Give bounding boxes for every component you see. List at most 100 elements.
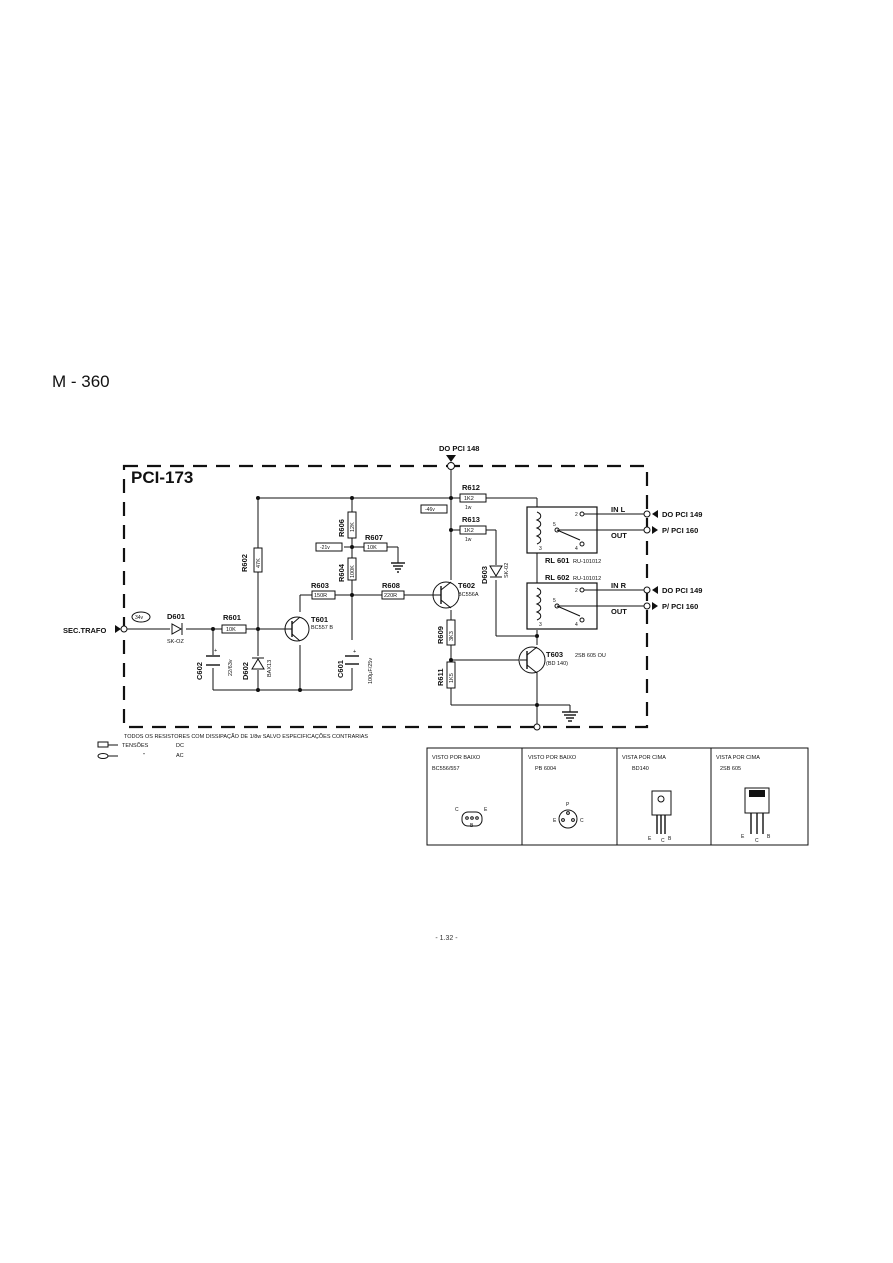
svg-text:+: + xyxy=(214,648,217,654)
svg-text:R612: R612 xyxy=(462,483,480,492)
svg-text:C: C xyxy=(455,807,459,813)
resistor-r612: 1K2 R612 1w xyxy=(459,483,487,511)
diode-d601: D601 SK-OZ xyxy=(167,612,185,645)
relay-rl602: 2 5 3 4 IN R OUT RL 602 RU-101012 xyxy=(526,573,627,630)
svg-text:OUT: OUT xyxy=(611,607,627,616)
svg-text:RL 602: RL 602 xyxy=(545,573,569,582)
svg-text:DO PCI 148: DO PCI 148 xyxy=(439,444,479,453)
svg-text:E: E xyxy=(484,807,488,813)
svg-text:B: B xyxy=(470,823,474,829)
svg-text:VISTA POR CIMA: VISTA POR CIMA xyxy=(622,755,666,761)
svg-text:100µF/25v: 100µF/25v xyxy=(368,658,374,684)
svg-text:R604: R604 xyxy=(337,563,346,582)
svg-text:RL 601: RL 601 xyxy=(545,556,569,565)
svg-text:TODOS OS RESISTORES COM DISSIP: TODOS OS RESISTORES COM DISSIPAÇÃO DE 1/… xyxy=(124,733,368,740)
svg-text:R613: R613 xyxy=(462,515,480,524)
page-title: M - 360 xyxy=(52,372,110,391)
svg-text:4: 4 xyxy=(575,546,578,552)
svg-text:VISTO POR BAIXO: VISTO POR BAIXO xyxy=(432,755,481,761)
diode-d602: D602 BAX13 xyxy=(241,657,273,680)
resistor-r601: 10K R601 xyxy=(221,613,247,634)
connector-do-pci-148: DO PCI 148 xyxy=(439,444,479,470)
svg-text:R603: R603 xyxy=(311,581,329,590)
svg-text:BC557 B: BC557 B xyxy=(311,625,333,631)
diode-d603: D603 SK-02 xyxy=(480,563,510,584)
resistor-r607: 10K R607 xyxy=(363,533,388,552)
svg-text:150R: 150R xyxy=(314,593,327,599)
pinout-bc556: VISTO POR BAIXO BC556/557 C E B xyxy=(432,755,488,829)
svg-text:4: 4 xyxy=(575,622,578,628)
svg-text:5: 5 xyxy=(553,598,556,604)
svg-text:C601: C601 xyxy=(336,660,345,678)
voltage-46v: -46v xyxy=(420,504,448,514)
svg-text:R607: R607 xyxy=(365,533,383,542)
transistor-t602: T602 BC556A xyxy=(432,581,479,609)
svg-text:22/63v: 22/63v xyxy=(228,659,234,676)
svg-text:1K5: 1K5 xyxy=(449,673,455,683)
svg-text:DO PCI 149: DO PCI 149 xyxy=(662,510,702,519)
svg-text:VISTA POR CIMA: VISTA POR CIMA xyxy=(716,755,760,761)
svg-text:2SB 605: 2SB 605 xyxy=(720,766,741,772)
svg-text:3K3: 3K3 xyxy=(449,631,455,641)
svg-text:2SB 605 OU: 2SB 605 OU xyxy=(575,653,606,659)
resistor-r603: 150R R603 xyxy=(311,581,336,600)
svg-text:5: 5 xyxy=(553,522,556,528)
svg-text:T601: T601 xyxy=(311,615,328,624)
svg-text:P: P xyxy=(566,802,570,808)
svg-text:BAX13: BAX13 xyxy=(267,660,273,677)
voltage-34v: 34v xyxy=(131,611,151,623)
connector-out-r: P/ PCI 160 xyxy=(643,602,698,611)
svg-text:SEC.TRAFO: SEC.TRAFO xyxy=(63,626,107,635)
svg-text:R606: R606 xyxy=(337,519,346,537)
svg-text:R602: R602 xyxy=(240,554,249,572)
svg-text:VISTO POR BAIXO: VISTO POR BAIXO xyxy=(528,755,577,761)
board-name: PCI-173 xyxy=(131,468,193,487)
junction-dots xyxy=(211,496,539,707)
svg-text:2: 2 xyxy=(575,588,578,594)
svg-text:E: E xyxy=(648,836,652,842)
svg-text:IN R: IN R xyxy=(611,581,627,590)
svg-text:C: C xyxy=(580,818,584,824)
notes: TODOS OS RESISTORES COM DISSIPAÇÃO DE 1/… xyxy=(97,733,368,759)
svg-text:12K: 12K xyxy=(350,522,356,532)
svg-text:R611: R611 xyxy=(436,668,445,686)
svg-text:100K: 100K xyxy=(350,565,356,578)
svg-text:-21v: -21v xyxy=(320,545,330,551)
resistor-r602: 47K R602 xyxy=(240,547,263,573)
svg-text:AC: AC xyxy=(176,753,184,759)
resistor-r608: 220R R608 xyxy=(381,581,405,600)
transistor-t601: T601 BC557 B xyxy=(284,615,333,642)
connector-out-l: P/ PCI 160 xyxy=(643,526,698,535)
svg-text:34v: 34v xyxy=(135,615,144,621)
svg-text:10K: 10K xyxy=(367,545,377,551)
svg-text:P/ PCI 160: P/ PCI 160 xyxy=(662,602,698,611)
pinout-bd140: VISTA POR CIMA BD140 E C B xyxy=(622,755,672,844)
svg-text:IN L: IN L xyxy=(611,505,626,514)
svg-text:3: 3 xyxy=(539,622,542,628)
svg-text:1w: 1w xyxy=(465,505,472,511)
svg-text:PB 6004: PB 6004 xyxy=(535,766,556,772)
svg-text:P/ PCI 160: P/ PCI 160 xyxy=(662,526,698,535)
svg-text:C: C xyxy=(755,838,759,844)
svg-text:D603: D603 xyxy=(480,566,489,584)
svg-text:10K: 10K xyxy=(226,627,236,633)
ground-r607 xyxy=(391,562,405,573)
svg-text:R608: R608 xyxy=(382,581,400,590)
svg-text:OUT: OUT xyxy=(611,531,627,540)
svg-text:E: E xyxy=(553,818,557,824)
capacitor-c601: + C601 100µF/25v xyxy=(336,649,374,684)
svg-text:SK-OZ: SK-OZ xyxy=(167,639,184,645)
svg-text:C: C xyxy=(661,838,665,844)
svg-text:C602: C602 xyxy=(195,662,204,680)
svg-text:1K2: 1K2 xyxy=(464,496,474,502)
svg-text:3: 3 xyxy=(539,546,542,552)
svg-text:D601: D601 xyxy=(167,612,185,621)
svg-text:TENSÕES: TENSÕES xyxy=(122,742,149,749)
svg-text:T603: T603 xyxy=(546,650,563,659)
svg-text:220R: 220R xyxy=(384,593,397,599)
voltage-21v: -21v xyxy=(315,542,343,552)
svg-text:T602: T602 xyxy=(458,581,475,590)
wiring xyxy=(124,470,647,727)
svg-text:1K2: 1K2 xyxy=(464,528,474,534)
resistor-r613: 1K2 R613 1w xyxy=(459,515,487,543)
